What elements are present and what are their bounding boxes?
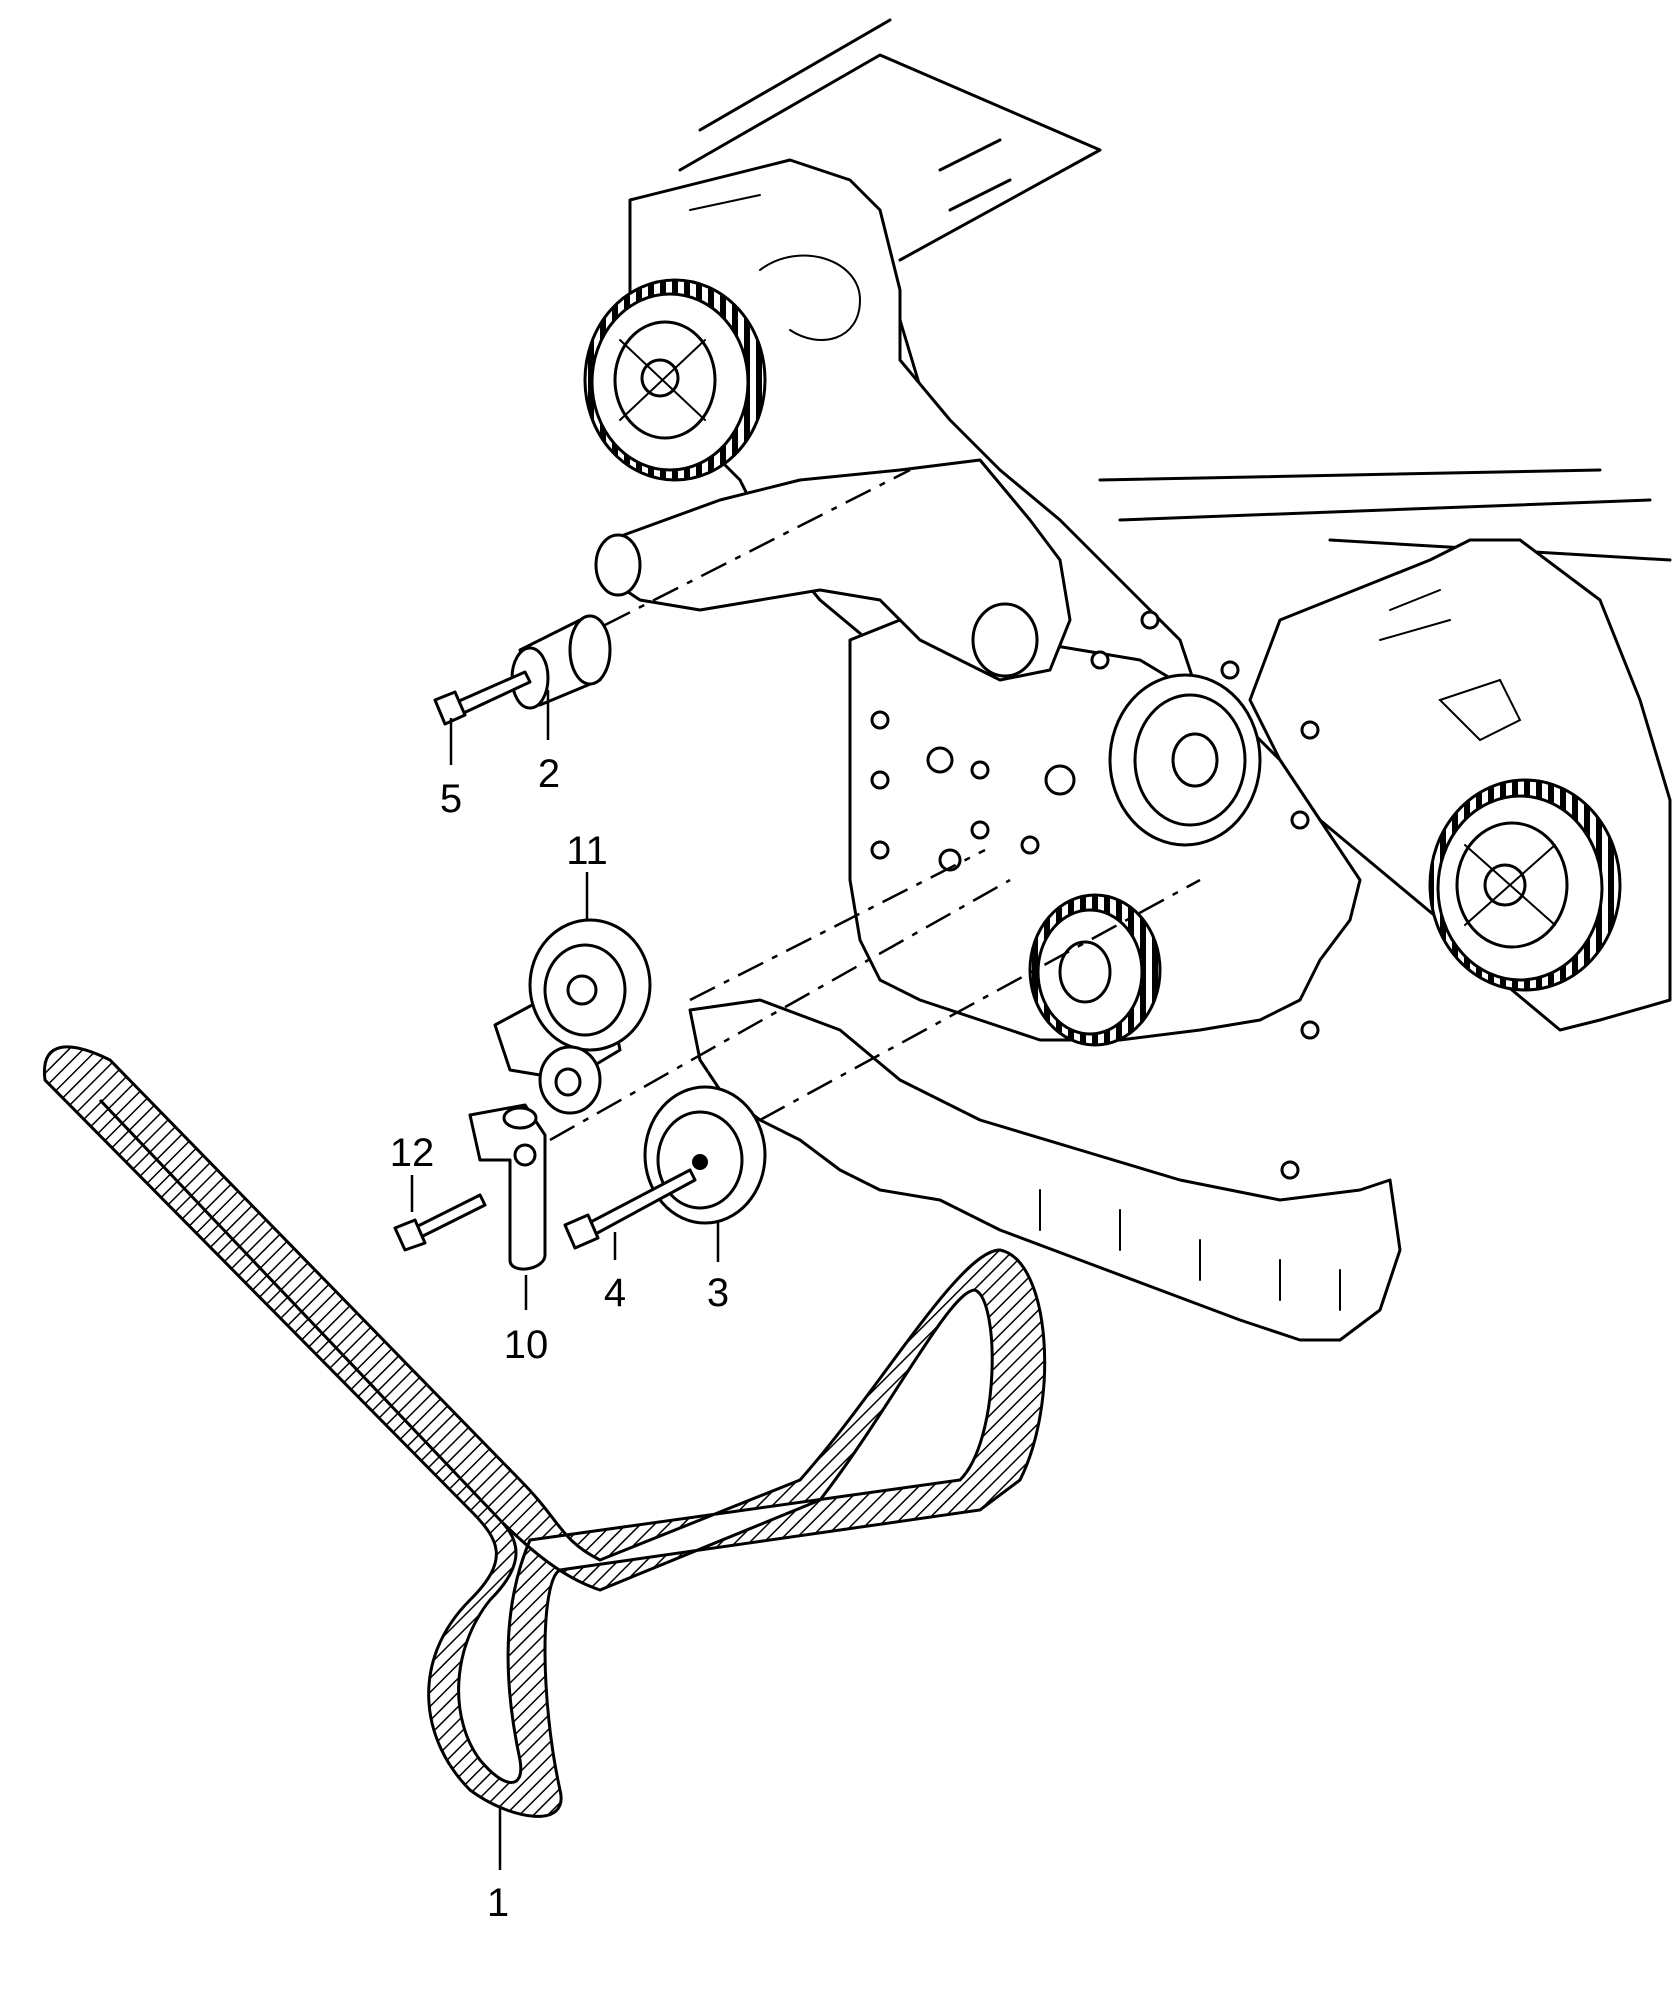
lower-camshaft-sprocket [1428, 778, 1622, 992]
crankshaft-sprocket [1028, 893, 1162, 1047]
part-1-timing-belt [42, 1045, 1047, 1818]
idler-bracket-upper [594, 458, 1072, 682]
water-pump-pulley [1108, 673, 1262, 847]
assembly-centerlines [549, 468, 1201, 1142]
part-5-bolt [433, 670, 532, 726]
part-2-idler-roller [510, 614, 612, 710]
callout-leaders [410, 690, 720, 1870]
part-11-tensioner-roller [493, 918, 652, 1115]
callout-2: 2 [538, 752, 560, 796]
part-12-bolt [393, 1193, 487, 1252]
callout-10: 10 [504, 1323, 549, 1367]
callout-3: 3 [707, 1271, 729, 1315]
callout-11: 11 [566, 829, 608, 873]
callout-5: 5 [440, 777, 462, 821]
callout-12: 12 [390, 1131, 435, 1175]
part-4-bolt [563, 1168, 697, 1250]
callout-1: 1 [487, 1881, 509, 1925]
callout-labels: 5 2 11 12 10 4 3 1 [390, 752, 729, 1925]
part-3-deflection-roller [643, 1085, 767, 1225]
callout-4: 4 [604, 1271, 626, 1315]
part-10-tension-damper [468, 1103, 547, 1271]
engine-block [628, 18, 1672, 1342]
upper-camshaft-sprocket [583, 278, 767, 482]
